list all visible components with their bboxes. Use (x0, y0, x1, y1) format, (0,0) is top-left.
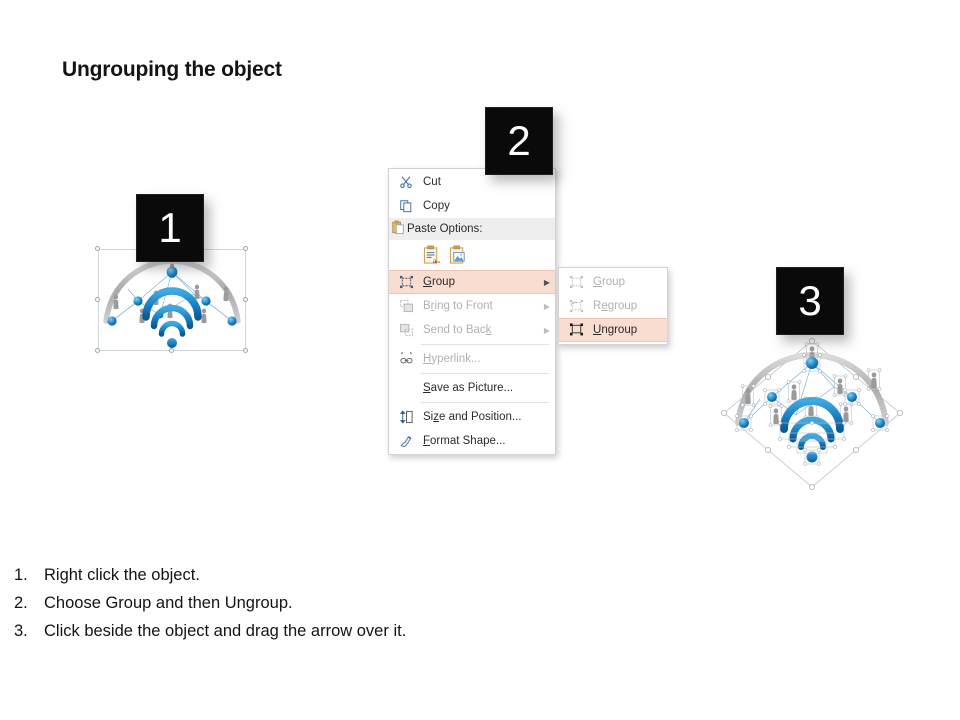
submenu-item-ungroup[interactable]: Ungroup (559, 318, 667, 342)
network-diagram-ungrouped-svg (720, 338, 903, 490)
menu-item-bring-to-front-label: Bring to Front (423, 300, 493, 312)
menu-item-cut-label: Cut (423, 176, 441, 188)
selection-handle[interactable] (169, 348, 174, 353)
instruction-text: Choose Group and then Ungroup. (44, 594, 293, 612)
send-to-back-icon (391, 319, 421, 341)
group-submenu[interactable]: Group Regroup Ungroup (558, 267, 668, 345)
chevron-right-icon: ▶ (543, 325, 551, 335)
menu-item-size-and-position[interactable]: Size and Position... (389, 405, 555, 429)
menu-header-paste-options-label: Paste Options: (407, 223, 483, 235)
instruction-number: 2. (14, 594, 28, 612)
size-position-icon (391, 406, 421, 428)
regroup-icon (561, 295, 591, 317)
instruction-number: 1. (14, 566, 28, 584)
group-icon (391, 271, 421, 293)
instruction-item: 2. Choose Group and then Ungroup. (14, 594, 714, 613)
menu-item-copy-label: Copy (423, 200, 450, 212)
instruction-item: 1. Right click the object. (14, 566, 714, 585)
paste-keep-text-icon[interactable]: a (423, 245, 442, 265)
clipboard-icon (391, 220, 405, 238)
wifi-network-ungrouped-graphic[interactable] (712, 335, 912, 495)
powerpoint-context-menu[interactable]: Cut Copy Paste Options: a (388, 168, 556, 455)
hyperlink-icon (391, 348, 421, 370)
menu-item-size-and-position-label: Size and Position... (423, 411, 522, 423)
submenu-item-group-label: Group (593, 276, 625, 288)
group-icon (561, 271, 591, 293)
menu-item-save-as-picture-label: Save as Picture... (423, 382, 514, 394)
selection-handle[interactable] (243, 246, 248, 251)
step-badge-2: 2 (485, 107, 553, 175)
copy-icon (391, 195, 421, 217)
menu-item-cut[interactable]: Cut (389, 170, 555, 194)
menu-separator (421, 402, 549, 403)
none-icon (391, 377, 421, 399)
menu-separator (421, 344, 549, 345)
menu-item-save-as-picture[interactable]: Save as Picture... (389, 376, 555, 400)
menu-item-send-to-back[interactable]: Send to Back ▶ (389, 318, 555, 342)
menu-item-format-shape-label: Format Shape... (423, 435, 506, 447)
menu-item-copy[interactable]: Copy (389, 194, 555, 218)
instruction-item: 3. Click beside the object and drag the … (14, 622, 714, 641)
menu-item-group-label: GGrouproup (423, 276, 455, 288)
ungroup-icon (561, 319, 591, 341)
menu-item-send-to-back-label: Send to Back (423, 324, 492, 336)
svg-text:a: a (433, 256, 437, 265)
selection-handle[interactable] (95, 246, 100, 251)
page-title: Ungrouping the object (62, 58, 282, 81)
menu-item-bring-to-front[interactable]: Bring to Front ▶ (389, 294, 555, 318)
chevron-right-icon: ▶ (543, 301, 551, 311)
submenu-item-group[interactable]: Group (559, 270, 667, 294)
menu-header-paste-options: Paste Options: (389, 218, 555, 240)
submenu-item-regroup-label: Regroup (593, 300, 638, 312)
menu-item-format-shape[interactable]: Format Shape... (389, 429, 555, 453)
instruction-text: Right click the object. (44, 566, 200, 584)
step-badge-3: 3 (776, 267, 844, 335)
bring-to-front-icon (391, 295, 421, 317)
paste-picture-icon[interactable] (449, 245, 468, 265)
submenu-item-ungroup-label: Ungroup (593, 324, 638, 336)
submenu-item-regroup[interactable]: Regroup (559, 294, 667, 318)
selection-handle[interactable] (243, 297, 248, 302)
instruction-text: Click beside the object and drag the arr… (44, 622, 407, 640)
menu-item-hyperlink-label: Hyperlink... (423, 353, 481, 365)
menu-separator (421, 373, 549, 374)
selection-handle[interactable] (95, 297, 100, 302)
step-badge-1: 1 (136, 194, 204, 262)
wifi-network-grouped-graphic[interactable] (95, 246, 248, 353)
instructions-list: 1. Right click the object. 2. Choose Gro… (14, 566, 714, 650)
format-shape-icon (391, 430, 421, 452)
scissors-icon (391, 171, 421, 193)
selection-handle[interactable] (243, 348, 248, 353)
menu-item-hyperlink[interactable]: Hyperlink... (389, 347, 555, 371)
paste-options-row: a (389, 240, 555, 270)
selection-handle[interactable] (95, 348, 100, 353)
network-diagram-svg (103, 258, 241, 348)
instruction-number: 3. (14, 622, 28, 640)
menu-item-group[interactable]: GGrouproup ▶ (389, 270, 555, 294)
chevron-right-icon: ▶ (543, 277, 551, 287)
